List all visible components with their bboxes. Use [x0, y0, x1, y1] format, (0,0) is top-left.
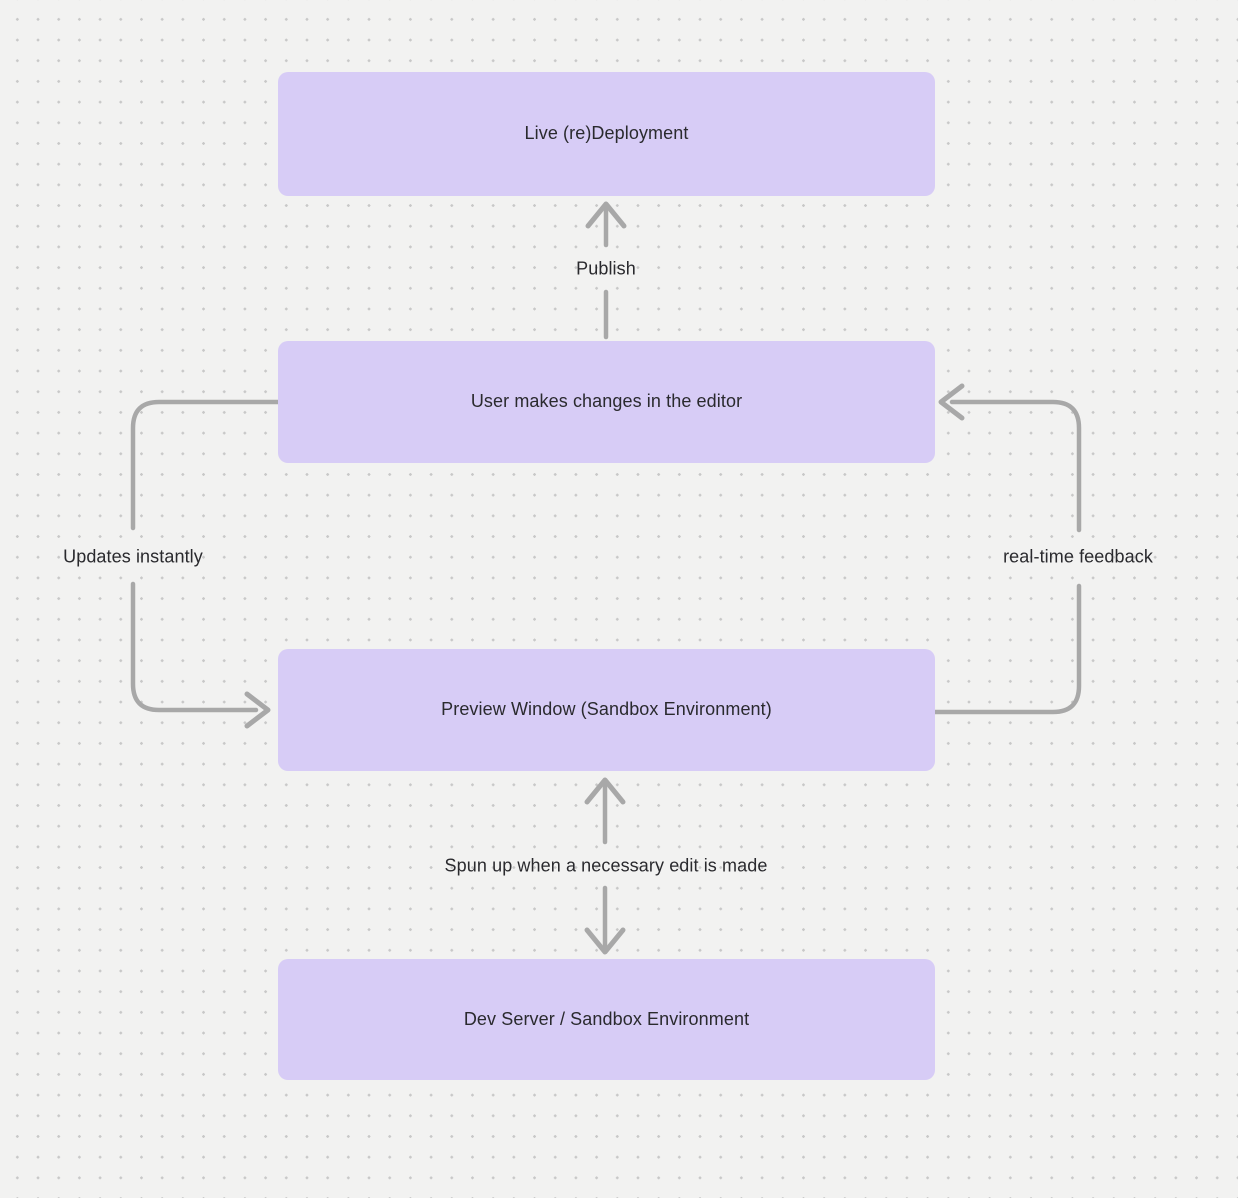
edge-label-realtime-feedback: real-time feedback: [1003, 546, 1153, 567]
node-label: Dev Server / Sandbox Environment: [463, 1008, 750, 1029]
arrowhead-down-icon: [584, 927, 626, 955]
arrowhead-right-icon: [244, 691, 271, 729]
node-label: User makes changes in the editor: [470, 391, 743, 412]
arrowhead-up-icon: [585, 201, 627, 229]
edge-label-updates-instantly: Updates instantly: [63, 546, 203, 567]
edge-label-publish: Publish: [576, 258, 636, 279]
node-live-redeployment: Live (re)Deployment: [278, 72, 935, 196]
arrowhead-left-icon: [938, 383, 965, 421]
node-dev-server: Dev Server / Sandbox Environment: [278, 959, 935, 1080]
node-user-editor: User makes changes in the editor: [278, 341, 935, 463]
edge-label-spun-up: Spun up when a necessary edit is made: [444, 855, 768, 876]
node-label: Live (re)Deployment: [524, 123, 689, 144]
node-preview-window: Preview Window (Sandbox Environment): [278, 649, 935, 771]
arrowhead-up-icon: [584, 777, 626, 805]
node-label: Preview Window (Sandbox Environment): [441, 699, 772, 720]
